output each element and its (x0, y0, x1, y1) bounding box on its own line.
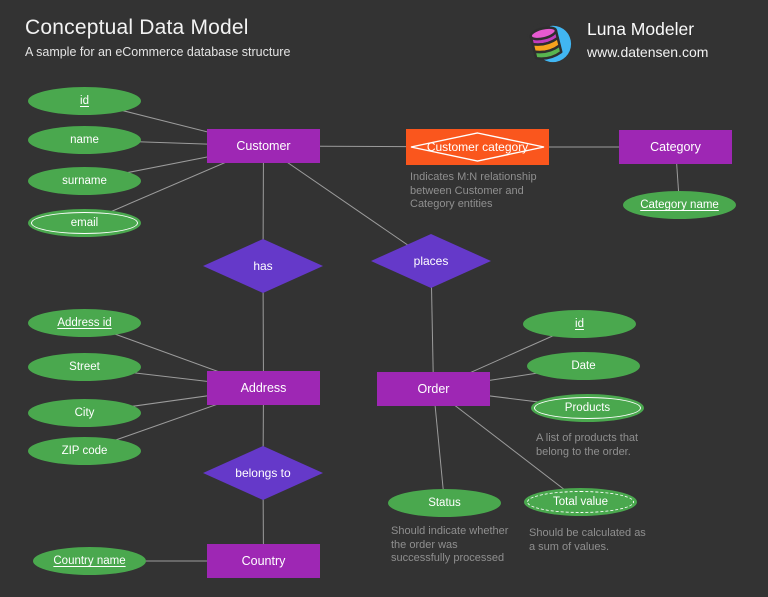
attribute-customer-surname[interactable]: surname (28, 167, 141, 195)
entity-label: Customer (236, 139, 291, 153)
luna-modeler-logo-icon (527, 23, 572, 63)
associative-entity-label: Customer category (426, 140, 529, 154)
entity-label: Order (417, 382, 450, 396)
attribute-label: Products (564, 402, 611, 414)
brand-name: Luna Modeler (587, 19, 695, 39)
attribute-label: Street (69, 361, 100, 373)
note-mn-relationship: Indicates M:N relationship between Custo… (410, 171, 537, 210)
entity-label: Category (650, 140, 701, 154)
attribute-label: Address id (57, 317, 112, 329)
relationship-label: places (413, 254, 449, 268)
attribute-label: Status (428, 497, 461, 509)
page-subtitle: A sample for an eCommerce database struc… (25, 45, 291, 59)
attribute-label: City (74, 407, 95, 419)
attribute-label: Date (571, 360, 596, 372)
attribute-category-name[interactable]: Category name (623, 191, 736, 219)
entity-label: Address (240, 381, 287, 395)
note-products: A list of products that belong to the or… (536, 432, 639, 458)
attribute-label: Country name (53, 555, 126, 567)
entity-order[interactable]: Order (377, 372, 490, 406)
attribute-order-products[interactable]: Products (531, 394, 644, 422)
attribute-label: ZIP code (61, 445, 108, 457)
attribute-label: id (575, 318, 584, 330)
attribute-order-total-value[interactable]: Total value (524, 488, 637, 516)
diamond-outline-icon (410, 132, 545, 162)
entity-customer[interactable]: Customer (207, 129, 320, 163)
attribute-city[interactable]: City (28, 399, 141, 427)
page-title: Conceptual Data Model (25, 16, 249, 39)
attribute-street[interactable]: Street (28, 353, 141, 381)
entity-country[interactable]: Country (207, 544, 320, 578)
entity-category[interactable]: Category (619, 130, 732, 164)
attribute-customer-name[interactable]: name (28, 126, 141, 154)
attribute-label: Category name (640, 199, 719, 211)
note-total-value: Should be calculated as a sum of values. (529, 527, 646, 553)
attribute-order-id[interactable]: id (523, 310, 636, 338)
attribute-label: id (80, 95, 89, 107)
attribute-zip-code[interactable]: ZIP code (28, 437, 141, 465)
attribute-customer-email[interactable]: email (28, 209, 141, 237)
attribute-label: Total value (553, 496, 608, 508)
attribute-label: surname (62, 175, 107, 187)
entity-address[interactable]: Address (207, 371, 320, 405)
attribute-label: name (70, 134, 99, 146)
relationship-label: belongs to (235, 466, 291, 480)
note-status: Should indicate whether the order was su… (391, 525, 509, 564)
attribute-country-name[interactable]: Country name (33, 547, 146, 575)
attribute-order-date[interactable]: Date (527, 352, 640, 380)
attribute-address-id[interactable]: Address id (28, 309, 141, 337)
associative-entity-customer-category[interactable]: Customer category (406, 129, 549, 165)
attribute-label: email (70, 217, 99, 229)
entity-label: Country (241, 554, 286, 568)
relationship-label: has (253, 259, 273, 273)
brand-url: www.datensen.com (587, 44, 709, 60)
attribute-customer-id[interactable]: id (28, 87, 141, 115)
attribute-order-status[interactable]: Status (388, 489, 501, 517)
